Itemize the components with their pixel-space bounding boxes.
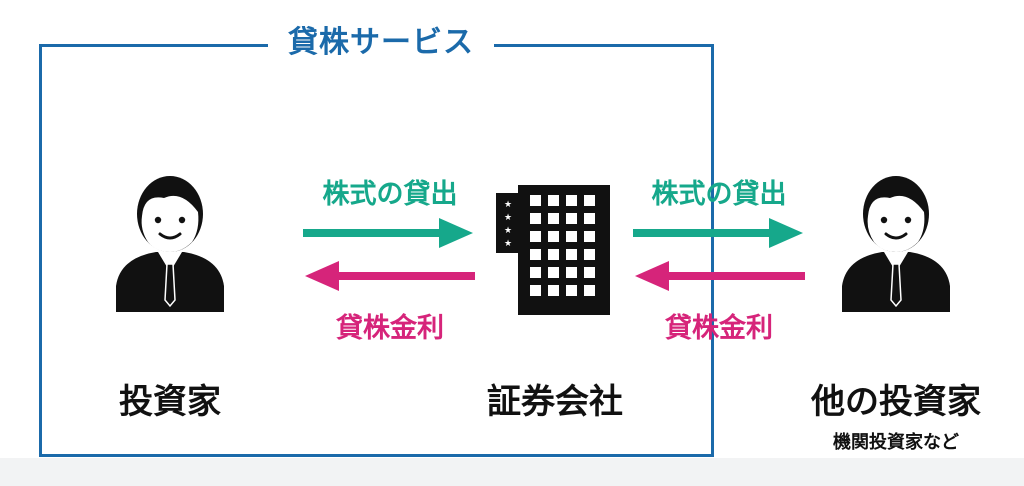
service-title: 貸株サービス — [268, 22, 494, 64]
investor-label: 投資家 — [119, 382, 221, 422]
investor-person-icon — [116, 176, 224, 312]
right-fee-label: 貸株金利 — [665, 313, 773, 344]
footer-band — [0, 458, 1024, 486]
left-fee-label: 貸株金利 — [336, 313, 444, 344]
lend-arrow-right-icon-2 — [633, 218, 803, 248]
office-building-icon: ★ ★ ★ ★ — [496, 185, 610, 315]
left-lend-label: 株式の貸出 — [322, 179, 458, 210]
other-investor-person-icon — [842, 176, 950, 312]
other-investor-label: 他の投資家 — [811, 382, 981, 422]
svg-text:★: ★ — [504, 226, 512, 236]
fee-arrow-left-icon-2 — [635, 261, 805, 291]
other-investor-sublabel: 機関投資家など — [833, 432, 959, 453]
svg-text:★: ★ — [504, 213, 512, 223]
svg-text:★: ★ — [504, 200, 512, 210]
svg-text:★: ★ — [504, 239, 512, 249]
fee-arrow-left-icon — [305, 261, 475, 291]
right-lend-label: 株式の貸出 — [651, 179, 787, 210]
securities-company-label: 証券会社 — [487, 382, 623, 422]
lend-arrow-right-icon — [303, 218, 473, 248]
